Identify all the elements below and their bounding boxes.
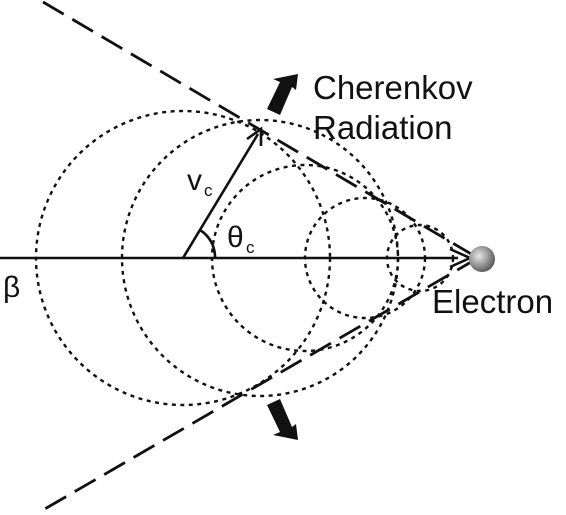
velocity-label-subscript: c — [204, 181, 213, 200]
velocity-vector — [181, 126, 263, 259]
electron-sphere-icon — [469, 246, 495, 272]
arrow-icon — [267, 74, 298, 115]
arrow-icon — [267, 399, 298, 440]
velocity-vector-line — [181, 133, 260, 259]
radiation-label-line1: Cherenkov — [313, 69, 473, 106]
beta-label: β — [3, 271, 20, 304]
radiation-label-line2: Radiation — [313, 109, 452, 146]
angle-label-subscript: c — [246, 238, 255, 257]
electron-label: Electron — [432, 283, 553, 320]
angle-label: θ — [227, 221, 244, 254]
velocity-label: v — [187, 164, 202, 197]
velocity-vector-arrowhead — [246, 126, 263, 146]
emission-arrows — [267, 74, 298, 440]
angle-arc — [199, 228, 217, 259]
cone-line-lower — [42, 256, 479, 512]
